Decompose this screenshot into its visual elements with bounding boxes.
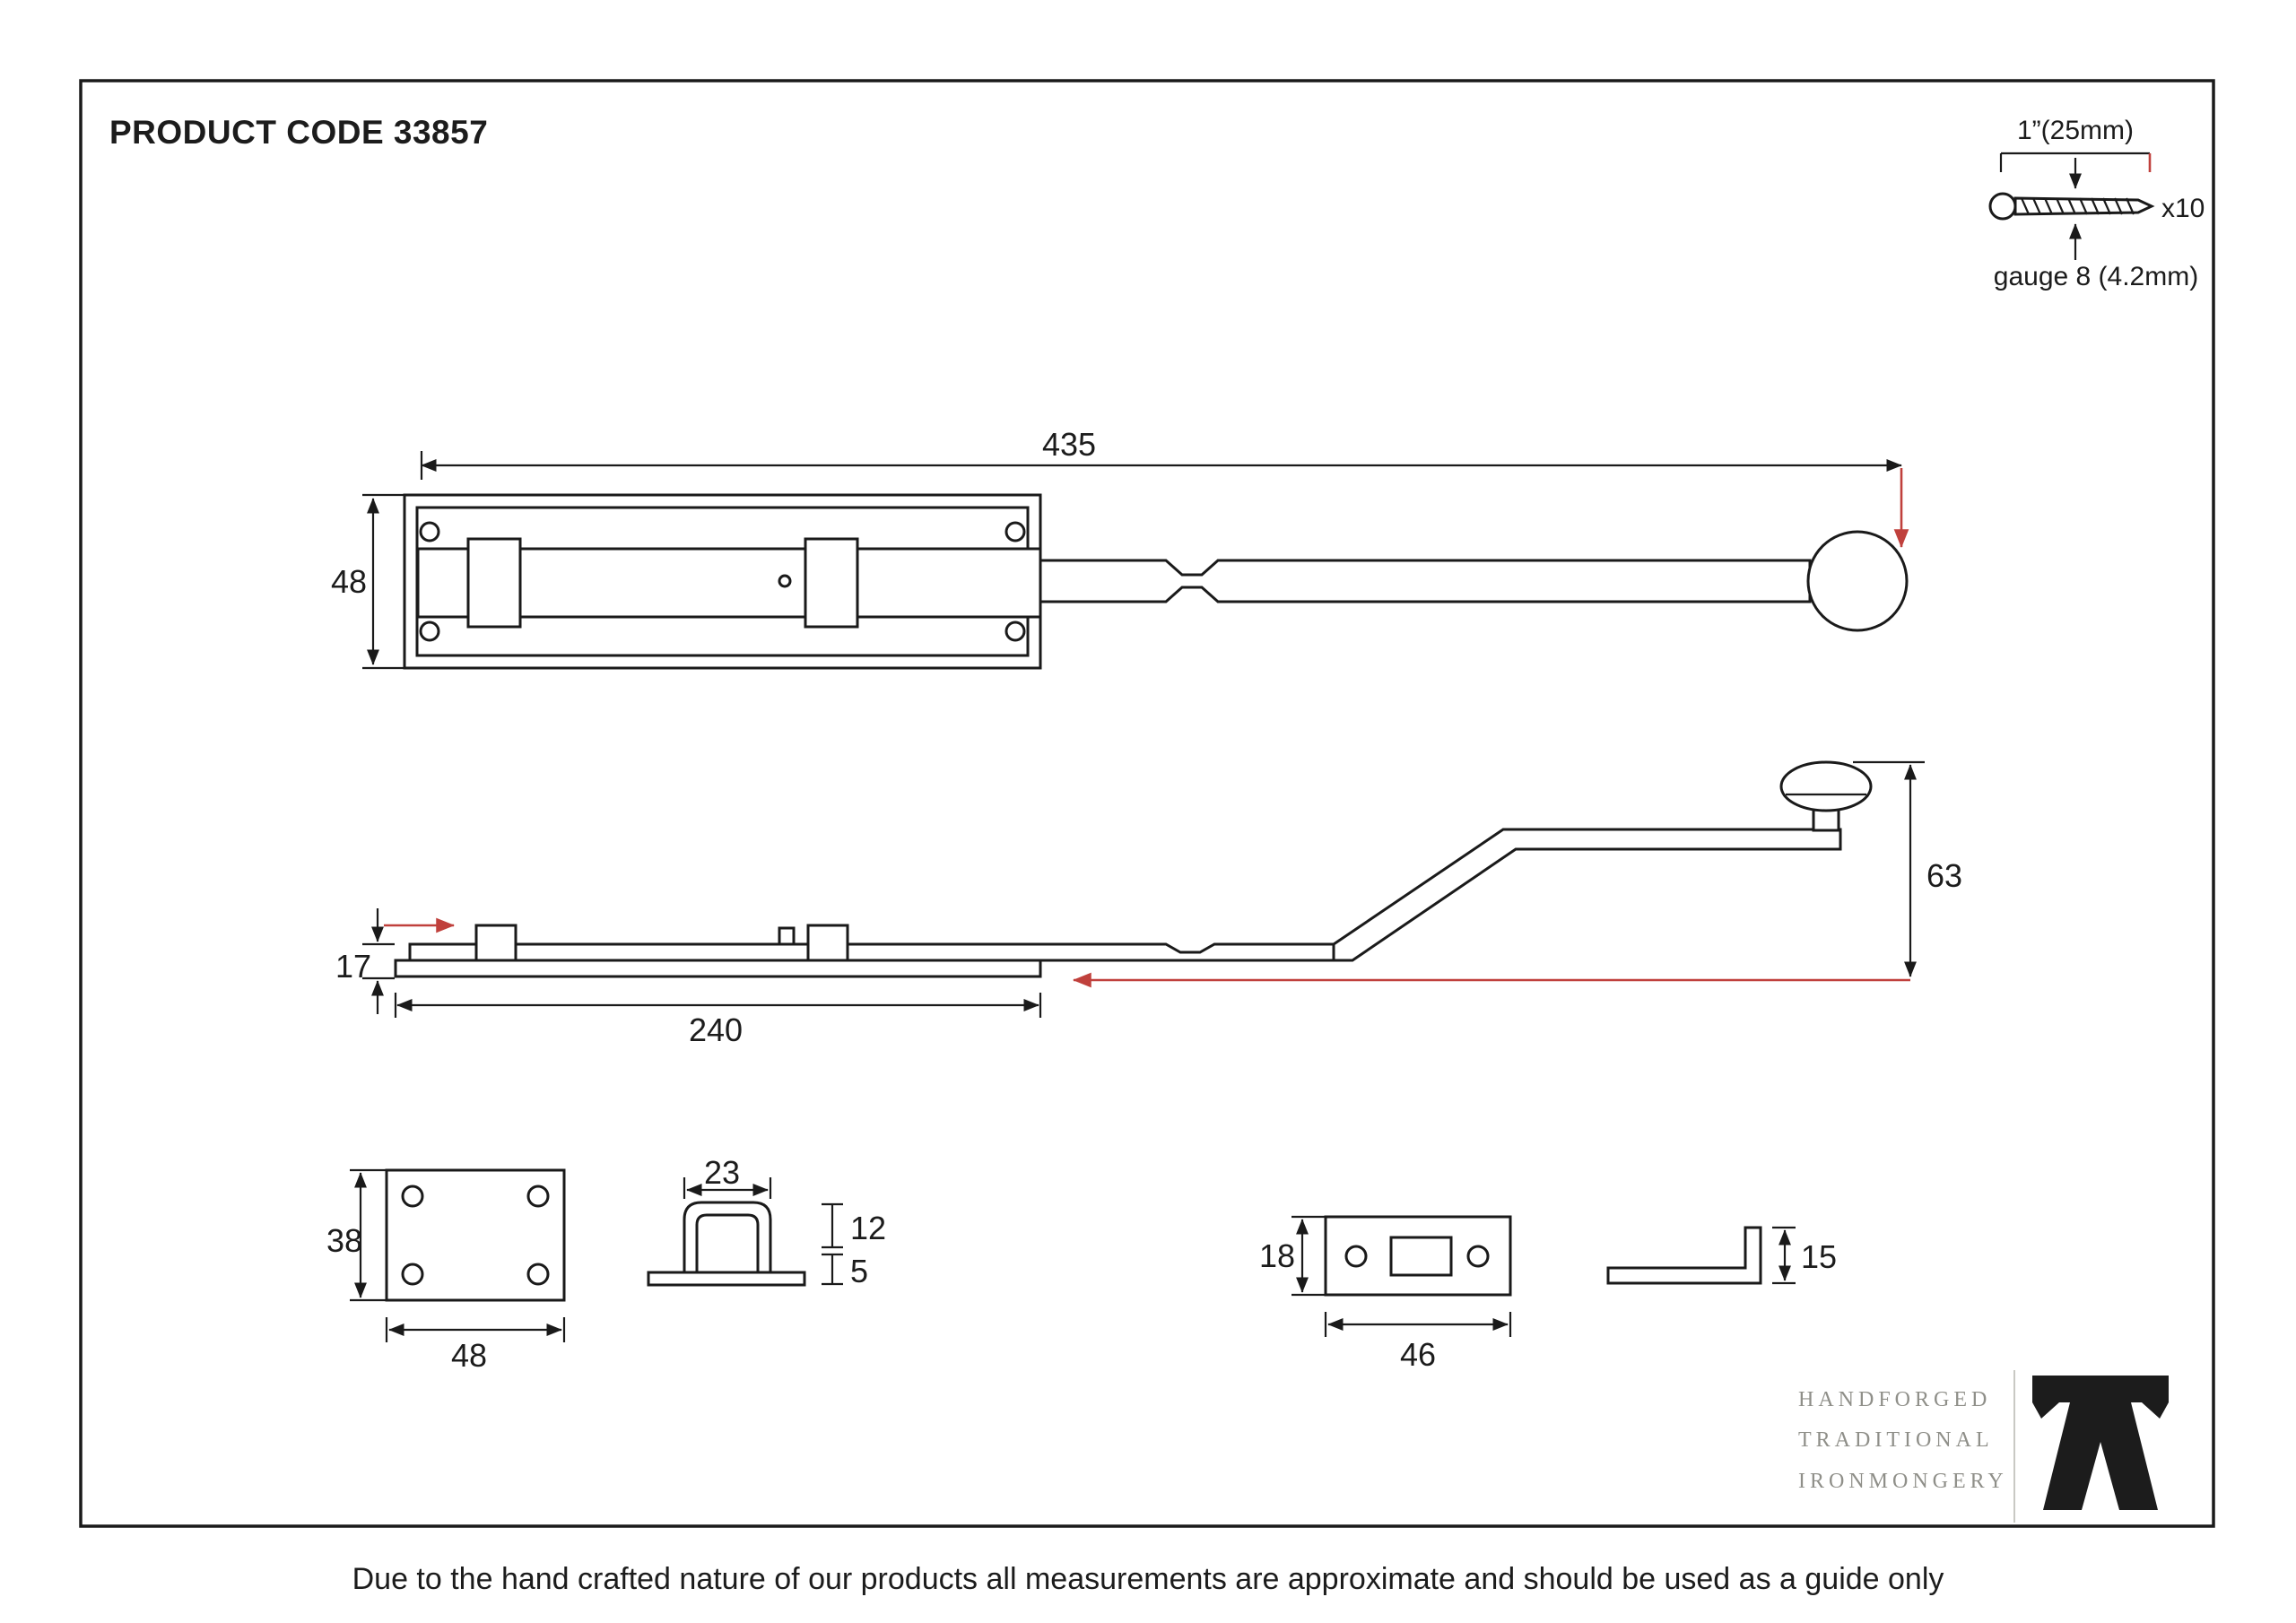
dim-side-height: 17: [335, 908, 395, 1014]
angle-keep: [1606, 1226, 1762, 1285]
dim-total-length-label: 435: [1042, 426, 1096, 463]
bolt-plan-view: [403, 493, 1909, 670]
keeper-plate: [385, 1168, 566, 1302]
mortice-plate-view: 18 46: [1259, 1215, 1512, 1373]
dim-backplate-width: 48: [331, 493, 404, 670]
dim-mortice-height-label: 18: [1259, 1237, 1295, 1274]
keeper-plate-view: 38 48: [326, 1168, 566, 1374]
dim-backplate-length-label: 240: [689, 1011, 743, 1048]
brand-logo: HANDFORGED TRADITIONAL IRONMONGERY: [1798, 1370, 2169, 1523]
logo-line-3: IRONMONGERY: [1798, 1470, 2008, 1493]
screw-hole: [526, 1185, 550, 1208]
dim-total-length: 435: [420, 426, 1909, 549]
logo-line-2: TRADITIONAL: [1798, 1428, 1994, 1452]
screw-hole: [1004, 621, 1026, 642]
bolt-bar: [416, 547, 1042, 619]
dim-keeper-width-label: 48: [451, 1337, 487, 1374]
guide-side-right: [806, 924, 849, 962]
mortice-plate: [1324, 1215, 1512, 1297]
dim-backplate-width-label: 48: [331, 563, 367, 600]
screw-gauge-label: gauge 8 (4.2mm): [1994, 262, 2198, 291]
backplate-side: [394, 959, 1042, 978]
angle-keep-view: 15: [1606, 1226, 1837, 1285]
staple-keep-view: 23 12 5: [647, 1154, 886, 1289]
logo-line-1: HANDFORGED: [1798, 1388, 1991, 1411]
anvil-icon: [2032, 1376, 2169, 1510]
cranked-arm: [1332, 828, 1842, 962]
screw-hole: [1344, 1245, 1368, 1268]
mortice-slot: [1389, 1236, 1453, 1277]
screw-hole: [401, 1263, 424, 1286]
screw-hole: [419, 621, 440, 642]
bolt-guide-left: [466, 537, 522, 629]
knob-neck: [1812, 808, 1840, 832]
screw-icon: [1988, 192, 2155, 221]
dim-angle-keep-label: 15: [1801, 1238, 1837, 1275]
dim-backplate-length: 240: [394, 993, 1042, 1048]
dim-staple-width-label: 23: [704, 1154, 740, 1191]
bolt-rod-side: [408, 942, 1338, 962]
bolt-guide-right: [804, 537, 859, 629]
screw-spec: 1”(25mm) x10 gauge 8 (4.2mm): [1988, 116, 2205, 291]
dim-knob-height-label: 63: [1926, 857, 1962, 894]
screw-hole: [419, 521, 440, 542]
bolt-knob: [1806, 530, 1909, 632]
screw-hole: [1466, 1245, 1490, 1268]
drawing-border: [79, 79, 2215, 1528]
knob-side: [1779, 760, 1873, 812]
backplate-edge: [403, 493, 1042, 670]
bolt-rod: [1039, 559, 1812, 603]
screw-hole: [526, 1263, 550, 1286]
guide-side-left: [474, 924, 517, 962]
footer-disclaimer: Due to the hand crafted nature of our pr…: [352, 1562, 1944, 1596]
bolt-side-view: [394, 760, 1873, 978]
screw-quantity-label: x10: [2161, 194, 2205, 223]
dim-staple-height-label: 12: [850, 1210, 886, 1246]
dim-staple-base-label: 5: [850, 1253, 868, 1289]
staple-base: [647, 1271, 806, 1287]
screw-length-label: 1”(25mm): [2017, 116, 2134, 145]
bar-screw-hole: [778, 574, 792, 588]
staple-loop: [683, 1201, 772, 1274]
dim-knob-height: 63: [1853, 760, 1962, 977]
screw-hole: [1004, 521, 1026, 542]
dim-mortice-width-label: 46: [1400, 1336, 1436, 1373]
screw-hole: [401, 1185, 424, 1208]
bar-screw-side: [778, 926, 796, 946]
dim-side-height-label: 17: [335, 948, 371, 985]
dim-keeper-height-label: 38: [326, 1222, 362, 1259]
product-code-title: PRODUCT CODE 33857: [109, 114, 488, 151]
